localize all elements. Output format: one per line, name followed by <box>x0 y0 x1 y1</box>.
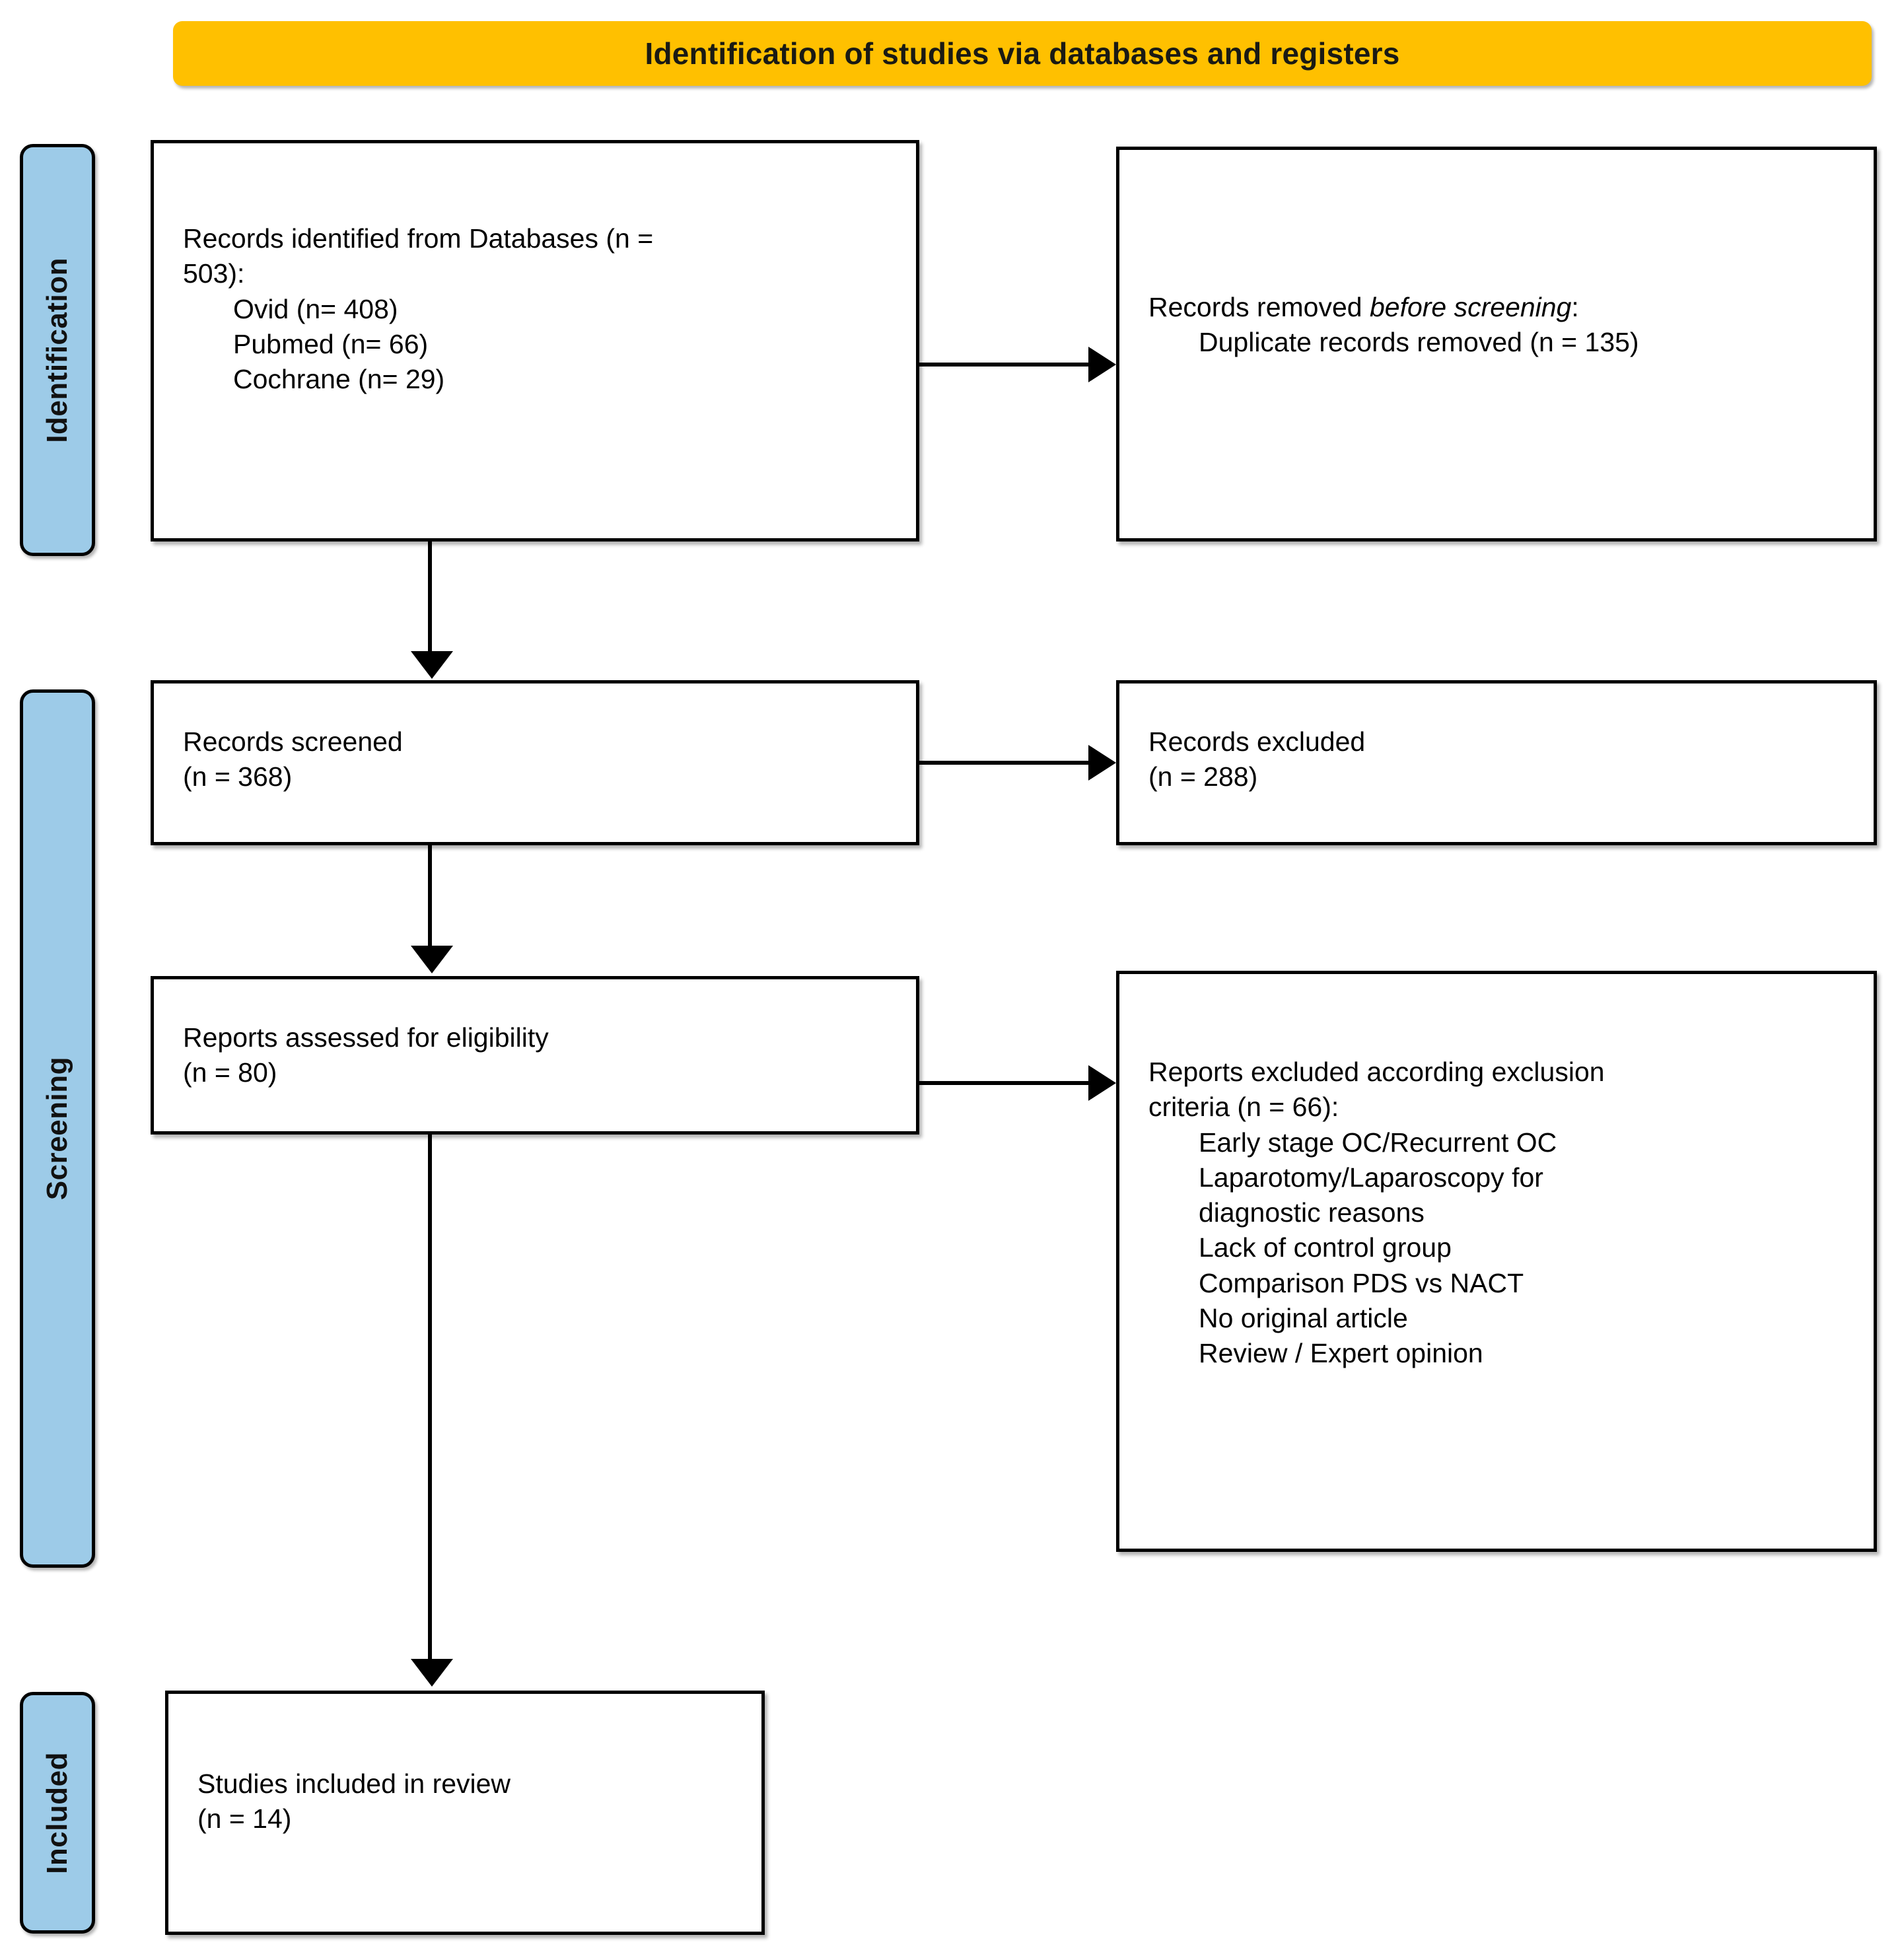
records-identified-line-1: Records identified from Databases (n = <box>183 223 654 254</box>
node-records-screened: Records screened (n = 368) <box>151 680 919 845</box>
node-records-screened-text: Records screened (n = 368) <box>183 724 900 795</box>
records-excluded-label: Records excluded <box>1148 726 1366 757</box>
arrow-down-icon <box>411 651 453 679</box>
connector-eligibility-to-included-line <box>428 1133 432 1662</box>
records-removed-heading: Records removed before screening: <box>1148 290 1858 325</box>
records-removed-heading-emphasis: before screening <box>1369 292 1572 322</box>
records-removed-heading-c: : <box>1571 292 1579 322</box>
node-records-removed: Records removed before screening: Duplic… <box>1116 147 1877 542</box>
records-excluded-count: (n = 288) <box>1148 761 1258 792</box>
diagram-header-banner: Identification of studies via databases … <box>173 21 1872 86</box>
records-identified-line-2: 503): <box>183 258 245 289</box>
reports-excluded-reason-6: Review / Expert opinion <box>1199 1338 1483 1369</box>
reports-excluded-reason-1: Early stage OC/Recurrent OC <box>1199 1127 1557 1158</box>
records-screened-label: Records screened <box>183 726 403 757</box>
records-identified-source-cochrane: Cochrane (n= 29) <box>233 364 445 395</box>
reports-excluded-line-2: criteria (n = 66): <box>1148 1092 1339 1123</box>
stage-label-included: Included <box>20 1692 95 1934</box>
arrow-right-icon <box>1088 1065 1116 1101</box>
node-reports-excluded: Reports excluded according exclusion cri… <box>1116 971 1877 1552</box>
node-reports-assessed: Reports assessed for eligibility (n = 80… <box>151 976 919 1135</box>
node-records-excluded-text: Records excluded (n = 288) <box>1148 724 1858 795</box>
arrow-right-icon <box>1088 745 1116 781</box>
connector-identified-to-removed-line <box>919 363 1090 367</box>
stage-label-identification: Identification <box>20 144 95 556</box>
reports-excluded-reason-4: Comparison PDS vs NACT <box>1199 1267 1524 1298</box>
records-screened-count: (n = 368) <box>183 761 293 792</box>
records-removed-duplicates: Duplicate records removed (n = 135) <box>1199 327 1639 358</box>
reports-excluded-reason-5: No original article <box>1199 1303 1408 1334</box>
reports-assessed-label: Reports assessed for eligibility <box>183 1022 549 1053</box>
connector-screened-to-excluded-line <box>919 761 1090 765</box>
node-studies-included: Studies included in review (n = 14) <box>165 1691 765 1935</box>
stage-label-included-text: Included <box>41 1751 73 1874</box>
reports-excluded-reason-2-cont: diagnostic reasons <box>1199 1197 1425 1228</box>
connector-identified-to-screened-line <box>428 540 432 654</box>
records-identified-source-ovid: Ovid (n= 408) <box>233 293 398 324</box>
studies-included-count: (n = 14) <box>197 1803 292 1835</box>
stage-label-identification-text: Identification <box>41 257 73 443</box>
studies-included-label: Studies included in review <box>197 1768 511 1799</box>
reports-assessed-count: (n = 80) <box>183 1057 277 1088</box>
node-records-removed-text: Records removed before screening: Duplic… <box>1148 290 1858 361</box>
records-removed-heading-a: Records removed <box>1148 292 1370 322</box>
records-identified-source-pubmed: Pubmed (n= 66) <box>233 328 429 359</box>
arrow-right-icon <box>1088 347 1116 382</box>
reports-excluded-line-1: Reports excluded according exclusion <box>1148 1057 1605 1087</box>
node-records-identified: Records identified from Databases (n = 5… <box>151 140 919 542</box>
node-records-excluded: Records excluded (n = 288) <box>1116 680 1877 845</box>
reports-excluded-reason-2: Laparotomy/Laparoscopy for <box>1199 1162 1543 1193</box>
connector-eligibility-to-reports-excluded-line <box>919 1081 1090 1085</box>
arrow-down-icon <box>411 946 453 973</box>
node-reports-excluded-text: Reports excluded according exclusion cri… <box>1148 1055 1858 1372</box>
arrow-down-icon <box>411 1659 453 1687</box>
stage-label-screening: Screening <box>20 689 95 1568</box>
node-records-identified-text: Records identified from Databases (n = 5… <box>183 221 900 397</box>
reports-excluded-reason-3: Lack of control group <box>1199 1232 1452 1263</box>
node-reports-assessed-text: Reports assessed for eligibility (n = 80… <box>183 1020 900 1091</box>
node-studies-included-text: Studies included in review (n = 14) <box>197 1767 746 1837</box>
stage-label-screening-text: Screening <box>41 1057 73 1201</box>
banner-title: Identification of studies via databases … <box>645 36 1400 71</box>
connector-screened-to-eligibility-line <box>428 844 432 948</box>
